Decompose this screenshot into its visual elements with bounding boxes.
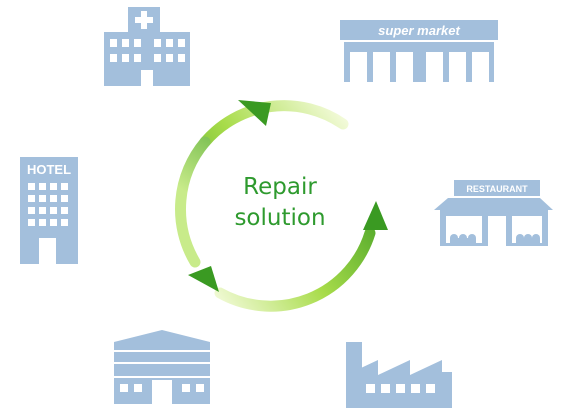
arrowhead-top [238, 100, 271, 126]
hotel-sign: HOTEL [27, 162, 71, 177]
center-label-line1: Repair [243, 174, 317, 200]
restaurant-icon: RESTAURANT [434, 180, 553, 246]
restaurant-sign: RESTAURANT [466, 184, 528, 194]
arrowhead-left [188, 266, 219, 292]
supermarket-sign: super market [378, 23, 460, 38]
hotel-icon: HOTEL [20, 157, 78, 264]
center-label: Repair solution [180, 172, 380, 234]
cycle-arc-left [175, 136, 211, 268]
hospital-icon [104, 7, 190, 86]
warehouse-icon [114, 330, 210, 404]
supermarket-icon: super market [340, 20, 498, 82]
cycle-arc-upper [199, 100, 349, 148]
cycle-arc-lower [214, 227, 376, 312]
cycle-arrows [175, 100, 388, 312]
center-label-line2: solution [234, 205, 326, 231]
factory-icon [346, 342, 452, 408]
arrowhead-right [363, 201, 388, 230]
